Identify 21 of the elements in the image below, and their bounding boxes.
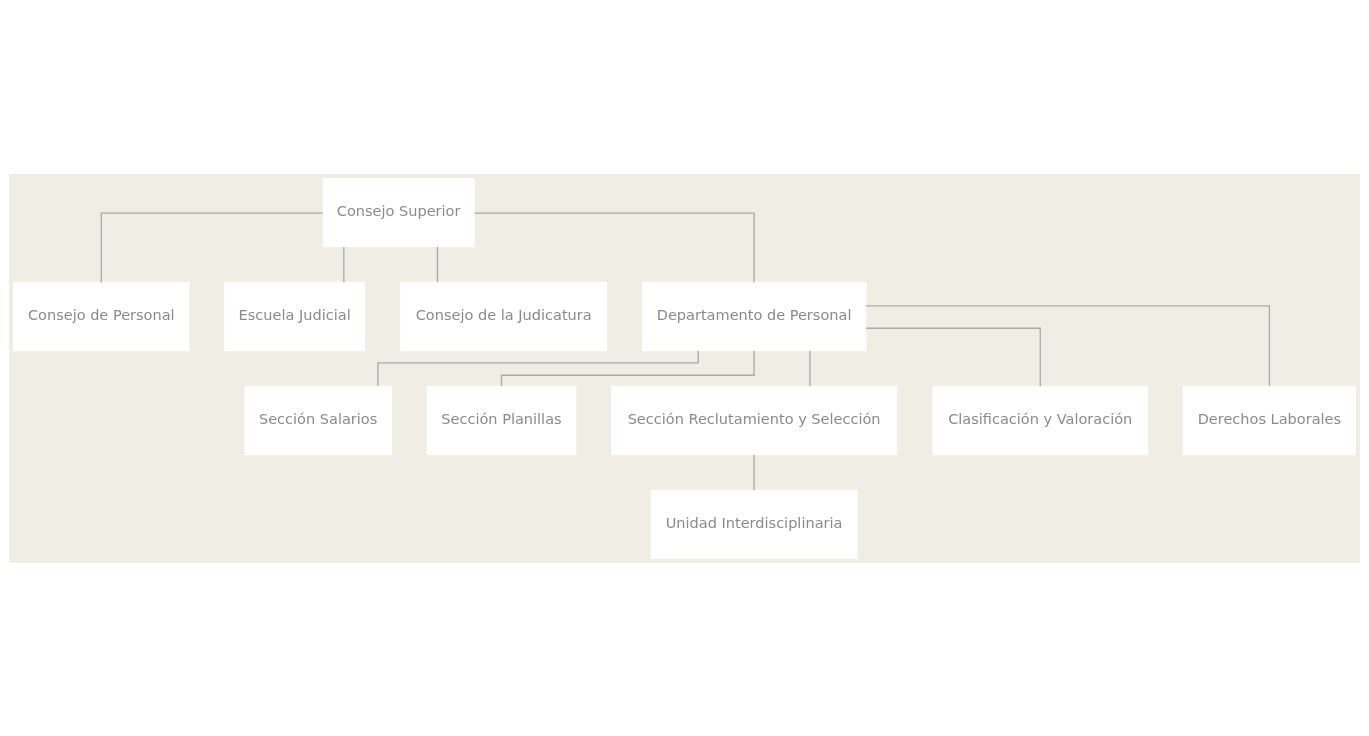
node-box: Sección Salarios	[244, 385, 392, 455]
node-box: Derechos Laborales	[1182, 385, 1357, 455]
connector	[343, 245, 345, 283]
connector	[100, 211, 324, 283]
node-box: Clasificación y Valoración	[932, 385, 1149, 455]
connector	[377, 349, 699, 387]
node-box: Sección Planillas	[426, 385, 577, 455]
connector	[809, 349, 811, 387]
connector	[500, 349, 755, 387]
node-box: Consejo de Personal	[12, 281, 190, 351]
node-box: Consejo de la Judicatura	[400, 281, 608, 351]
node-box: Consejo Superior	[322, 177, 475, 247]
connector	[473, 211, 755, 283]
node-box: Unidad Interdisciplinaria	[650, 489, 858, 559]
connector	[753, 453, 755, 491]
node-box: Departamento de Personal	[641, 281, 867, 351]
connector	[865, 327, 1041, 387]
node-box: Sección Reclutamiento y Selección	[611, 385, 898, 455]
node-box: Escuela Judicial	[224, 281, 366, 351]
connector	[865, 304, 1271, 387]
connector	[436, 245, 439, 283]
